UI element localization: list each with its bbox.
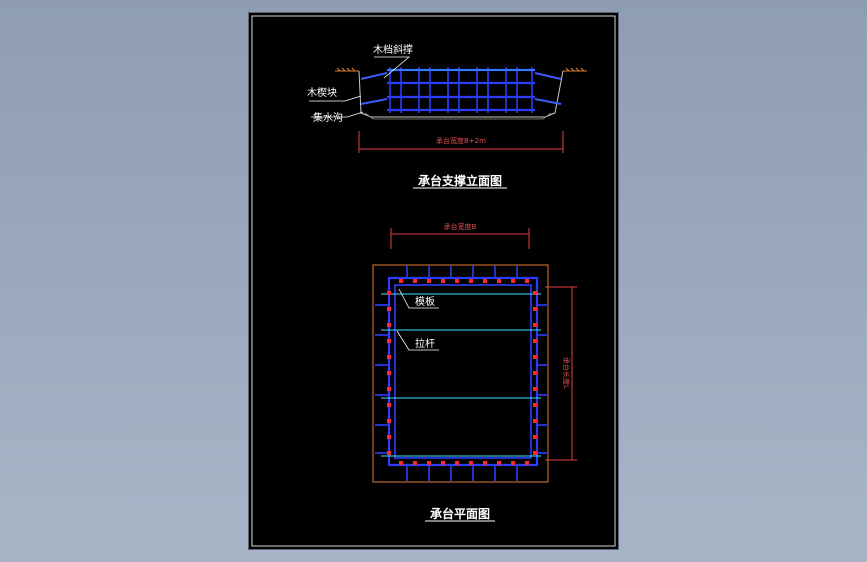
bolt-right <box>533 339 537 343</box>
bolt-left <box>387 387 391 391</box>
bolt-left <box>387 307 391 311</box>
plan-leaders <box>396 288 439 351</box>
bolt-left <box>387 355 391 359</box>
elevation-view: 木档斜撑 木楔块 集水沟 承台宽度B+2m 承台支撑立面图 <box>307 43 587 189</box>
bolt-right <box>533 291 537 295</box>
bolt-right <box>533 307 537 311</box>
plan-length-dimension <box>545 286 577 461</box>
bolt-left <box>387 339 391 343</box>
elevation-dim-label: 承台宽度B+2m <box>436 136 486 145</box>
elevation-dimension <box>358 131 564 153</box>
formwork-outer <box>387 276 539 467</box>
bolt-right <box>533 451 537 455</box>
bolt-bottom <box>441 461 445 465</box>
bolt-top <box>511 279 515 283</box>
bolt-top <box>455 279 459 283</box>
bolt-top <box>413 279 417 283</box>
cad-drawing: 木档斜撑 木楔块 集水沟 承台宽度B+2m 承台支撑立面图 承台宽度B 承台长度… <box>251 15 616 547</box>
bolt-top <box>427 279 431 283</box>
walers <box>375 266 547 481</box>
bolt-right <box>533 419 537 423</box>
plan-width-label: 承台宽度B <box>444 222 477 231</box>
sheet-border <box>251 15 616 547</box>
label-tie: 拉杆 <box>415 337 435 350</box>
bolt-bottom <box>497 461 501 465</box>
ground-line <box>335 67 587 72</box>
bolt-top <box>399 279 403 283</box>
bolt-top <box>469 279 473 283</box>
plan-width-dimension <box>390 228 530 249</box>
label-formwork: 模板 <box>415 295 435 308</box>
bolt-right <box>533 435 537 439</box>
bolt-bottom <box>525 461 529 465</box>
bolt-bottom <box>483 461 487 465</box>
formwork-inner <box>394 284 532 459</box>
leaders <box>309 56 411 118</box>
rebar-verticals <box>389 67 533 113</box>
bolt-right <box>533 355 537 359</box>
label-drain: 集水沟 <box>313 111 343 124</box>
bolt-right <box>533 323 537 327</box>
label-strut: 木档斜撑 <box>373 43 413 56</box>
bolt-left <box>387 451 391 455</box>
pit-outline <box>358 70 564 118</box>
plan-length-label: 承台长度L <box>562 357 571 389</box>
bolt-bottom <box>511 461 515 465</box>
bolt-left <box>387 323 391 327</box>
bolt-right <box>533 371 537 375</box>
bolt-top <box>483 279 487 283</box>
bolt-left <box>387 403 391 407</box>
bolt-top <box>525 279 529 283</box>
tie-rods <box>381 293 541 457</box>
bolt-left <box>387 419 391 423</box>
plan-view: 承台宽度B 承台长度L 模板 拉杆 承台平面图 <box>372 222 577 522</box>
wood-struts <box>360 72 562 105</box>
bolt-bottom <box>455 461 459 465</box>
plan-title: 承台平面图 <box>430 506 490 521</box>
elevation-title: 承台支撑立面图 <box>418 173 502 188</box>
bolt-bottom <box>427 461 431 465</box>
pit-boundary <box>372 264 549 483</box>
bolt-left <box>387 435 391 439</box>
bolt-bottom <box>399 461 403 465</box>
label-wedge: 木楔块 <box>307 87 337 99</box>
drawing-sheet: 木档斜撑 木楔块 集水沟 承台宽度B+2m 承台支撑立面图 承台宽度B 承台长度… <box>249 13 618 549</box>
bolt-left <box>387 371 391 375</box>
bolt-points <box>387 279 537 465</box>
bolt-right <box>533 403 537 407</box>
bolt-left <box>387 291 391 295</box>
bolt-bottom <box>413 461 417 465</box>
drain-ditch <box>364 112 552 120</box>
rebar-cage <box>387 68 535 112</box>
bolt-top <box>497 279 501 283</box>
bolt-right <box>533 387 537 391</box>
bolt-top <box>441 279 445 283</box>
bolt-bottom <box>469 461 473 465</box>
